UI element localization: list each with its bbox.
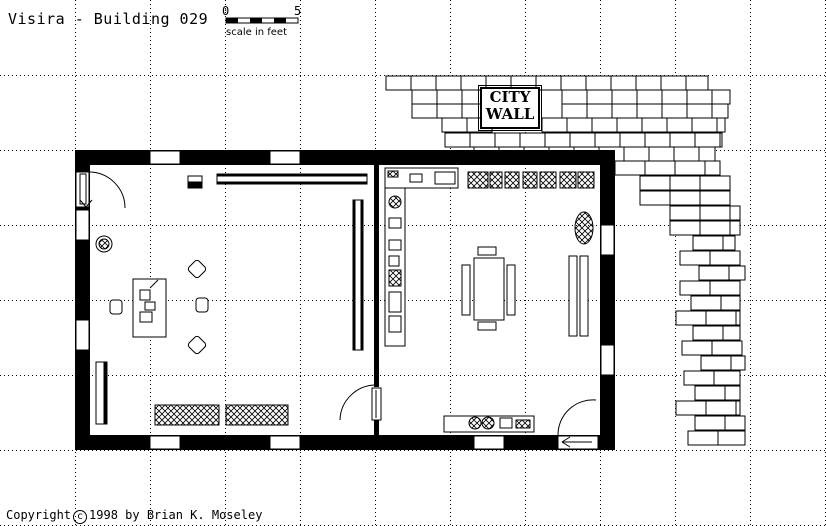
city-wall-sign: CITY WALL	[478, 85, 542, 131]
copyright-prefix: Copyright	[6, 508, 72, 522]
scale-end-label: 5	[294, 4, 302, 18]
copyright-suffix: 1998 by Brian K. Moseley	[89, 508, 263, 522]
sign-line-2: WALL	[485, 105, 535, 123]
scale-bar	[225, 17, 299, 24]
city-wall	[385, 75, 746, 446]
sign-line-1: CITY	[489, 88, 531, 106]
doors	[75, 171, 599, 450]
map-title: Visira - Building 029	[8, 10, 209, 28]
windows	[75, 150, 615, 450]
scale-start-label: 0	[222, 4, 230, 18]
copyright-symbol-icon: c	[73, 510, 88, 524]
scale-unit-label: scale in feet	[226, 27, 287, 38]
east-room-furniture	[384, 167, 595, 433]
west-room-furniture	[95, 173, 368, 426]
